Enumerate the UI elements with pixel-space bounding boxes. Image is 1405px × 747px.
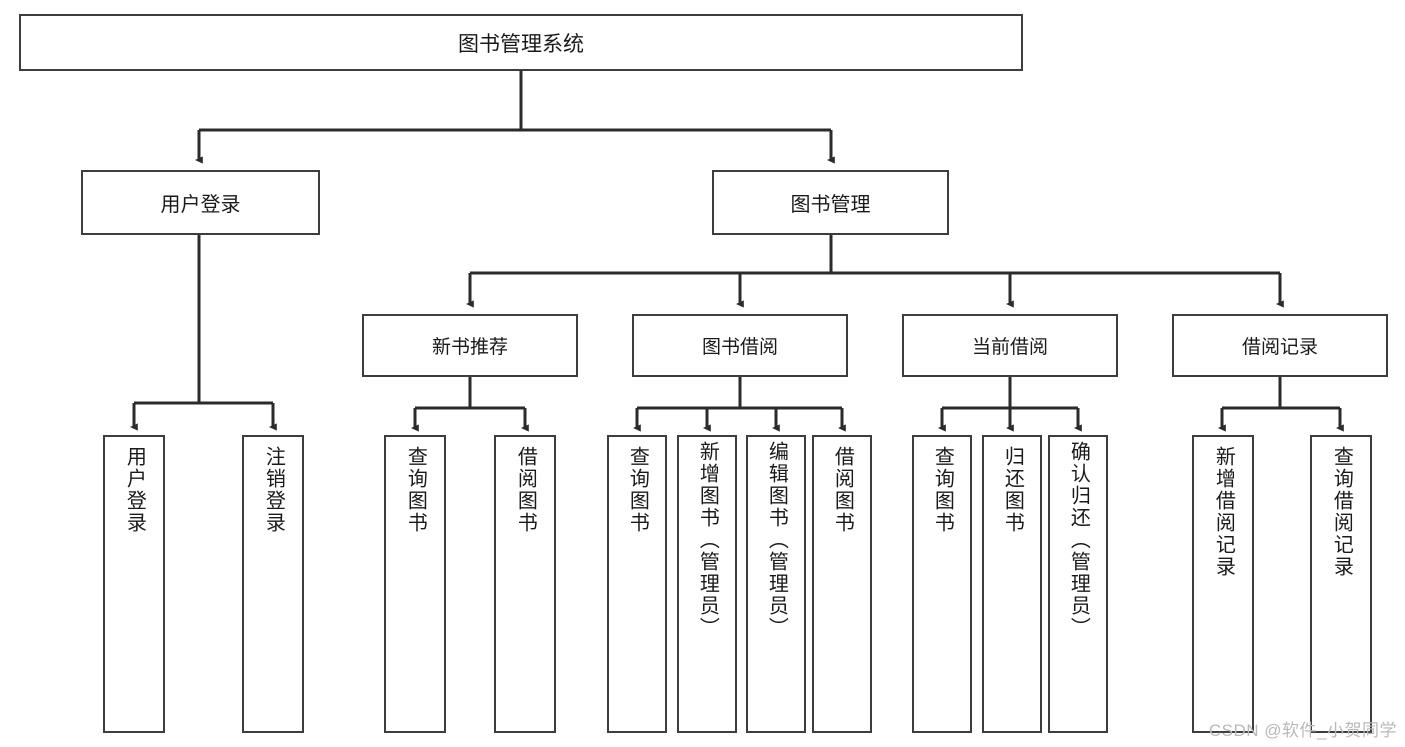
node-leaf-confirm-return[interactable]: 确认归还（管理员）	[1048, 435, 1108, 733]
node-leaf-query-record[interactable]: 查询借阅记录	[1310, 435, 1372, 733]
node-leaf-query-book-1[interactable]: 查询图书	[384, 435, 446, 733]
node-label: 图书借阅	[701, 337, 778, 358]
node-label: 借阅记录	[1241, 337, 1318, 358]
node-leaf-edit-book[interactable]: 编辑图书（管理员）	[746, 435, 806, 733]
node-label: 注销登录	[262, 446, 285, 534]
node-label: 确认归还（管理员）	[1067, 441, 1090, 639]
node-book-borrow[interactable]: 图书借阅	[632, 314, 848, 377]
node-leaf-user-logout[interactable]: 注销登录	[242, 435, 304, 733]
node-label: 查询图书	[931, 446, 954, 534]
watermark-text: CSDN @软件_小贺同学	[1208, 721, 1397, 740]
node-label: 借阅图书	[831, 446, 854, 534]
node-leaf-return-book[interactable]: 归还图书	[982, 435, 1042, 733]
node-label: 新增借阅记录	[1212, 446, 1235, 578]
node-label: 用户登录	[160, 194, 241, 216]
node-label: 用户登录	[123, 446, 146, 534]
node-leaf-borrow-book-2[interactable]: 借阅图书	[812, 435, 872, 733]
node-leaf-borrow-book-1[interactable]: 借阅图书	[494, 435, 556, 733]
node-label: 当前借阅	[971, 337, 1048, 358]
node-label: 借阅图书	[514, 446, 537, 534]
node-book-manage[interactable]: 图书管理	[712, 170, 949, 235]
node-label: 查询图书	[626, 446, 649, 534]
node-borrow-record[interactable]: 借阅记录	[1172, 314, 1388, 377]
node-leaf-add-book[interactable]: 新增图书（管理员）	[677, 435, 737, 733]
node-label: 编辑图书（管理员）	[765, 441, 788, 639]
node-current-borrow[interactable]: 当前借阅	[902, 314, 1118, 377]
node-leaf-add-record[interactable]: 新增借阅记录	[1192, 435, 1254, 733]
node-label: 图书管理	[790, 194, 871, 216]
node-root-system[interactable]: 图书管理系统	[19, 14, 1023, 71]
node-label: 查询借阅记录	[1330, 446, 1353, 578]
node-new-book-recommend[interactable]: 新书推荐	[362, 314, 578, 377]
node-label: 归还图书	[1001, 446, 1024, 534]
node-leaf-query-book-3[interactable]: 查询图书	[912, 435, 972, 733]
node-leaf-user-login[interactable]: 用户登录	[103, 435, 165, 733]
node-label: 查询图书	[404, 446, 427, 534]
node-user-login[interactable]: 用户登录	[81, 170, 320, 235]
node-label: 新增图书（管理员）	[696, 441, 719, 639]
node-label: 新书推荐	[431, 337, 508, 358]
node-label: 图书管理系统	[458, 32, 584, 56]
node-leaf-query-book-2[interactable]: 查询图书	[607, 435, 667, 733]
